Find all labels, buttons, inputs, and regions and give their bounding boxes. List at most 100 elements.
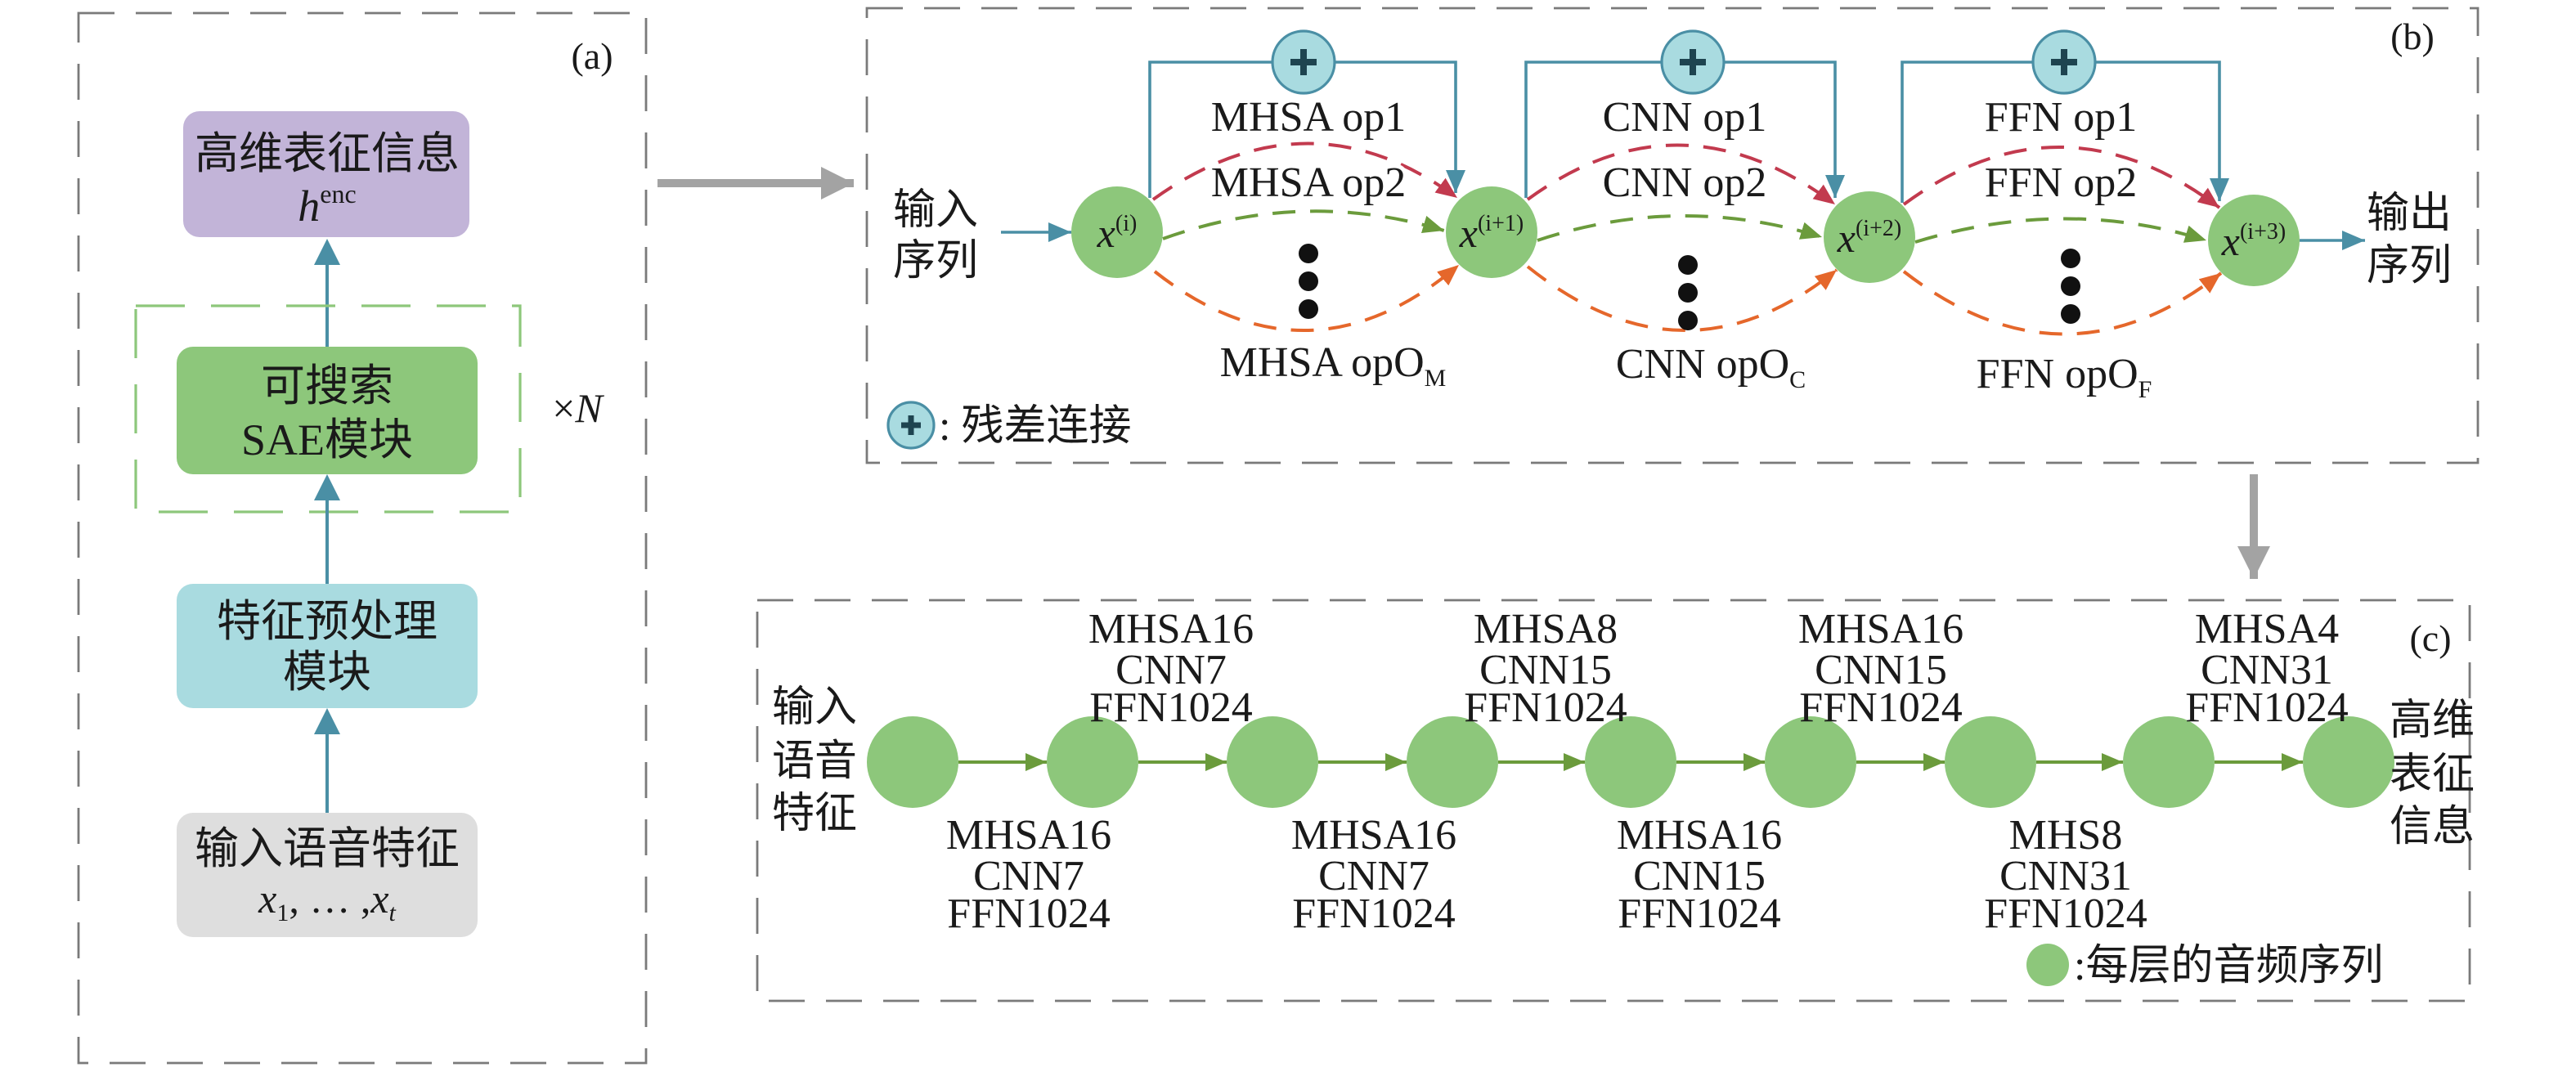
arrowhead-sae-to-output bbox=[314, 239, 340, 265]
preprocess-module-line2: 模块 bbox=[283, 648, 371, 697]
node-superscript: (i+2) bbox=[1856, 216, 1901, 241]
panel-a: (a) 高维表征信息 henc 可搜索 SAE模块 ×N 特征预处理 模块 输入 bbox=[77, 11, 648, 1065]
panel-b-label: (b) bbox=[2390, 16, 2435, 57]
x-first-subscript: 1 bbox=[276, 899, 289, 926]
preprocess-module-line1: 特征预处理 bbox=[217, 597, 438, 646]
layer-cnn: CNN7 bbox=[1115, 647, 1227, 693]
speech-input-label-line2: 语音 bbox=[772, 738, 857, 785]
layer-mhsa: MHSA8 bbox=[1474, 606, 1618, 653]
audio-sequence-node bbox=[867, 716, 958, 808]
cnn-opn-subscript: C bbox=[1789, 366, 1806, 393]
sequence-node bbox=[1071, 186, 1163, 278]
audio-sequence-node bbox=[2123, 716, 2215, 808]
cnn-op2-label: CNN op2 bbox=[1603, 159, 1767, 206]
high-dim-output-label-line2: 表征 bbox=[2390, 751, 2475, 798]
input-sequence-label-line2: 序列 bbox=[893, 238, 978, 285]
node-label: x(i) bbox=[1097, 210, 1138, 256]
layer-ffn: FFN1024 bbox=[2185, 684, 2348, 731]
audio-sequence-node bbox=[1407, 716, 1498, 808]
sae-module-line1: 可搜索 bbox=[261, 361, 393, 410]
layer-mhsa: MHSA16 bbox=[1617, 812, 1782, 859]
layer-mhsa: MHSA16 bbox=[1798, 606, 1963, 653]
layer-config: MHSA16 CNN15 FFN1024 bbox=[1617, 812, 1782, 937]
sae-module-line2: SAE模块 bbox=[241, 415, 413, 464]
audio-sequence-node bbox=[2303, 716, 2394, 808]
sequence-node bbox=[1446, 186, 1537, 278]
layer-cnn: CNN31 bbox=[2201, 647, 2333, 693]
layer-ffn: FFN1024 bbox=[1464, 684, 1627, 731]
output-representation-title: 高维表征信息 bbox=[195, 129, 460, 178]
node-base: x bbox=[1097, 210, 1115, 256]
input-features-box bbox=[177, 813, 478, 937]
audio-sequence-node bbox=[1047, 716, 1138, 808]
panel-c-label: (c) bbox=[2409, 617, 2451, 659]
audio-sequence-node bbox=[1765, 716, 1856, 808]
ffn-opn-subscript: F bbox=[2138, 376, 2152, 403]
layer-ffn: FFN1024 bbox=[1089, 684, 1252, 731]
output-representation-symbol: henc bbox=[298, 179, 356, 231]
mhsa-op1-path bbox=[1151, 141, 1459, 201]
node-label: x(i+2) bbox=[1837, 215, 1901, 261]
output-sequence-label-line1: 输出 bbox=[2367, 191, 2452, 237]
layer-config: MHSA16 CNN7 FFN1024 bbox=[1088, 606, 1254, 731]
high-dim-output-label-line3: 信息 bbox=[2390, 804, 2475, 850]
panel-b-frame bbox=[865, 7, 2480, 464]
layer-cnn: CNN15 bbox=[1633, 853, 1766, 899]
mhsa-opn-path bbox=[1153, 263, 1461, 332]
layer-config: MHSA16 CNN7 FFN1024 bbox=[946, 812, 1111, 937]
repeat-times-sign: × bbox=[552, 385, 575, 431]
layer-cnn: CNN15 bbox=[1479, 647, 1612, 693]
node-base: x bbox=[2221, 218, 2240, 264]
node-superscript: (i+1) bbox=[1478, 211, 1524, 236]
layer-cnn: CNN15 bbox=[1815, 647, 1947, 693]
mhsa-opn-label: MHSA opOM bbox=[1220, 339, 1447, 392]
ellipsis-dots bbox=[1678, 255, 1698, 330]
layer-mhsa: MHSA4 bbox=[2195, 606, 2339, 653]
ffn-op2-label: FFN op2 bbox=[1985, 159, 2137, 206]
arrowhead-preprocess-to-sae bbox=[314, 474, 340, 500]
panel-b: (b) 输入 序列 bbox=[865, 7, 2480, 464]
ffn-opn-label: FFN opOF bbox=[1977, 351, 2152, 403]
arrowhead-input-to-preprocess bbox=[314, 708, 340, 734]
sequence-node bbox=[1824, 191, 1915, 283]
residual-legend-text: : 残差连接 bbox=[939, 403, 1131, 450]
input-features-sequence: x1, … ,xt bbox=[258, 876, 396, 926]
cnn-op1-path bbox=[1526, 143, 1837, 206]
x-last-subscript: t bbox=[389, 899, 397, 926]
input-features-title: 输入语音特征 bbox=[195, 824, 460, 873]
panel-a-label: (a) bbox=[571, 35, 613, 77]
sequence-node bbox=[2208, 195, 2300, 286]
layer-config: MHSA16 CNN7 FFN1024 bbox=[1291, 812, 1456, 937]
residual-add-icon bbox=[2031, 29, 2097, 95]
cnn-opn-path bbox=[1526, 265, 1838, 332]
cnn-op1-label: CNN op1 bbox=[1603, 94, 1767, 141]
preprocess-module-box bbox=[177, 584, 478, 708]
high-dim-output-label-line1: 高维 bbox=[2390, 697, 2475, 744]
layer-cnn: CNN31 bbox=[1999, 853, 2132, 899]
panel-c: (c) 输入 语音 特征 MHSA16 CNN7 FFN1024 MHSA16 bbox=[756, 599, 2475, 1002]
layer-ffn: FFN1024 bbox=[1292, 890, 1455, 937]
node-label: x(i+1) bbox=[1459, 210, 1524, 256]
node-superscript: (i) bbox=[1115, 211, 1137, 236]
node-label: x(i+3) bbox=[2221, 218, 2286, 264]
layer-mhsa: MHSA16 bbox=[1291, 812, 1456, 859]
audio-sequence-node bbox=[1945, 716, 2036, 808]
layer-ffn: FFN1024 bbox=[1984, 890, 2147, 937]
output-representation-box bbox=[183, 111, 469, 237]
panel-a-frame bbox=[77, 11, 648, 1065]
ellipsis-dots bbox=[1299, 244, 1318, 319]
layer-ffn: FFN1024 bbox=[947, 890, 1110, 937]
output-sequence-label-line2: 序列 bbox=[2367, 243, 2452, 289]
mhsa-opn-text: MHSA opO bbox=[1220, 339, 1425, 386]
residual-add-icon bbox=[1271, 29, 1336, 95]
layer-mhsa: MHS8 bbox=[2009, 812, 2123, 859]
ffn-op2-path bbox=[1914, 217, 2207, 244]
layer-config: MHSA4 CNN31 FFN1024 bbox=[2185, 606, 2348, 731]
layer-ffn: FFN1024 bbox=[1799, 684, 1962, 731]
layer-config: MHSA8 CNN15 FFN1024 bbox=[1464, 606, 1627, 731]
mhsa-opn-subscript: M bbox=[1425, 365, 1447, 392]
ffn-op1-path bbox=[1902, 146, 2221, 209]
audio-sequence-node bbox=[1585, 716, 1676, 808]
enc-superscript: enc bbox=[320, 179, 356, 209]
